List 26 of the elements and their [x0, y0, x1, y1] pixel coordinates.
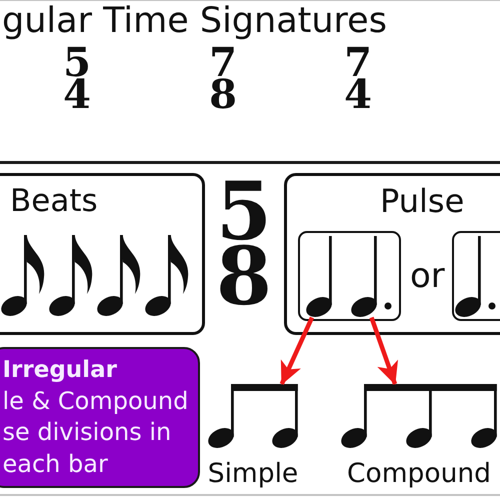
rounded-panel [284, 173, 500, 335]
quarter-note-icon [306, 236, 332, 318]
time-signature-digit: 5 [63, 47, 91, 79]
panel-title: Pulse [380, 183, 464, 219]
time-signature-digit: 7 [209, 47, 237, 79]
time-signature-digit: 4 [344, 79, 372, 111]
panel-title: Beats [10, 183, 98, 219]
callout-text: le & Compound se divisions in each bar [2, 386, 190, 480]
slide-title: gular Time Signatures [2, 1, 387, 41]
dotted-quarter-note-icon [350, 236, 392, 318]
rounded-panel [0, 173, 205, 335]
arrow [369, 316, 398, 385]
time-signature-digit: 4 [63, 79, 91, 111]
note-caption: Simple [208, 459, 298, 489]
conjunction-text: or [410, 256, 445, 296]
time-signature-digit: 8 [216, 244, 272, 309]
beamed-eighth-notes-icon [341, 384, 497, 448]
time-signature-digit: 5 [216, 179, 272, 244]
callout-heading: Irregular [2, 356, 117, 384]
rounded-box [298, 231, 401, 321]
note-caption: Compound [347, 459, 491, 489]
callout-panel [0, 347, 200, 488]
beamed-eighth-notes-icon [208, 384, 298, 448]
time-signature-digit: 7 [344, 47, 372, 79]
time-signature-digit: 8 [209, 79, 237, 111]
arrow [280, 316, 314, 385]
